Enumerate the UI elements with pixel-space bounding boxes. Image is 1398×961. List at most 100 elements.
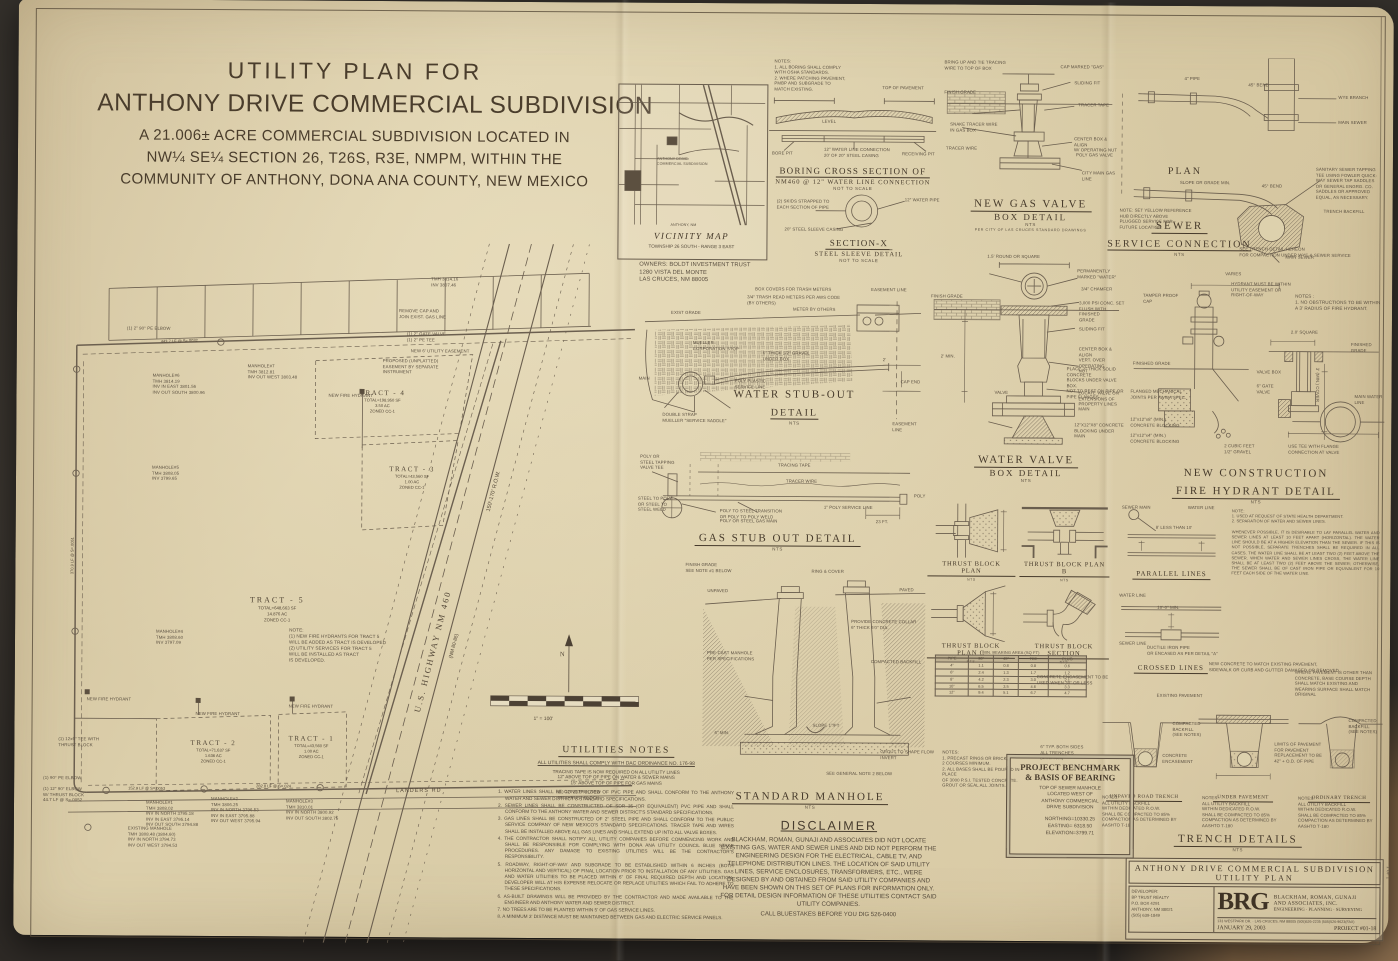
detail-trench-details: EXISTING PAVEMENT NEW CONCRETE TO MATCH … <box>1037 661 1385 853</box>
trench-note-3: NOTES: ALL UTILITY BACKFILL WITHIN DEDIC… <box>1297 795 1373 829</box>
water-valve-label: 12"X12"X8" CONCRETE BLOCKING UNDER MAIN <box>1074 422 1124 439</box>
vicinity-title: VICINITY MAP <box>653 230 730 242</box>
water-valve-label: PERMANENTLY MARKED "WATER" <box>1077 268 1117 280</box>
boring-title: BORING CROSS SECTION OF NM460 @ 12" WATE… <box>764 160 942 192</box>
detail-parallel-lines: SEWER MAIN 8' LESS THAN 10' WATER LINE P… <box>1121 505 1221 588</box>
tract4-acres: 3.50 AC <box>375 403 390 408</box>
hydrant-notes: NOTES : 1. NO OBSTRUCTIONS TO BE WITHIN … <box>1295 293 1381 312</box>
trench-nts: NTS <box>1232 847 1244 853</box>
sewer-label: MAIN SEWER <box>1338 119 1367 126</box>
tract3-acres: 1.00 AC <box>405 479 420 484</box>
water-stub-label: EASEMENT LINE <box>871 287 907 293</box>
company-line-1: BLACKHAM, ROMAN, GUNAJI <box>1273 894 1357 901</box>
water-valve-label: MAIN <box>1078 406 1090 412</box>
sheet-title-block: UTILITY PLAN FOR ANTHONY DRIVE COMMERCIA… <box>97 56 653 190</box>
list-item: 5. ROADWAY, RIGHT-OF-WAY AND SUBGRADE TO… <box>497 861 734 892</box>
manhole-label: UNPAVED <box>707 588 729 594</box>
parallel-lines-sketch <box>1127 509 1216 557</box>
boring-notes: NOTES: 1. ALL BORING SHALL COMPLY WITH O… <box>774 58 846 92</box>
project-number: PROJECT #01-18 <box>1334 925 1377 933</box>
health-dept-note: NOTE: 1. USED AT REQUEST OF STATE HEALTH… <box>1231 508 1380 576</box>
tract5-name: TRACT - 5 <box>250 595 305 604</box>
gas-stub-label: 1" POLY SERVICE LINE <box>823 504 873 511</box>
plan-callout: NEW FIRE HYDRANT <box>328 392 374 399</box>
gas-valve-label: SLIDING FIT <box>1074 80 1101 86</box>
thrust-block-plan-c-sketch <box>931 585 1006 643</box>
highway-label-2: (NM 80-85) <box>448 633 460 659</box>
water-stub-label: EASEMENT LINE <box>892 421 917 432</box>
detail-standard-manhole: FINISH GRADE SEE NOTE #1 BELOW UNPAVED R… <box>684 562 1019 812</box>
detail-boring-cross-section: NOTES: 1. ALL BORING SHALL COMPLY WITH O… <box>764 58 943 192</box>
plan-callout: TMH 3814.16 INV 3807.46 <box>431 276 459 288</box>
water-stub-label: CAP END <box>900 379 921 385</box>
tract2-zoning: ZONED CC-1 <box>201 758 227 763</box>
detail-gas-stub-out: TRACING TAPE TRACER WIRE POLY POLY OR ST… <box>638 452 927 562</box>
gas-valve-label: CITY MAIN GAS LINE <box>1081 170 1116 181</box>
sectionx-label: 12" WATER PIPE <box>904 197 940 203</box>
thrust-block-plan-b-sketch <box>1021 506 1108 559</box>
title-block-line-2: UTILITY PLAN <box>1215 873 1294 883</box>
sewer-label: WYE BRANCH <box>1338 94 1369 101</box>
boring-title-1: BORING CROSS SECTION OF <box>775 165 931 179</box>
gas-valve-label: POLY GAS VALVE <box>1075 152 1114 158</box>
water-valve-label: 1.5' ROUND OR SQUARE <box>987 253 1041 260</box>
plan-callout: MANHOLE#2 TMH 3806.25 INV IN NORTH 3796.… <box>210 796 261 824</box>
sheet-date: JANUARY 29, 2003 <box>1217 925 1266 932</box>
boring-label: TOP OF PAVEMENT <box>882 85 924 91</box>
tract1-name: TRACT - 1 <box>289 734 335 742</box>
water-valve-title: WATER VALVE BOX DETAIL NTS <box>928 449 1124 484</box>
detail-water-stub-out: EASEMENT LINE BOX COVERS FOR TRASH METER… <box>634 278 927 448</box>
gas-valve-label: SNAKE TRACER WIRE IN GAS BOX <box>950 121 998 133</box>
benchmark-elevation: ELEVATION=3799.71 <box>1045 829 1095 837</box>
crossed-lines-sketch <box>1121 606 1222 641</box>
detail-crossed-lines: 10'-0" MIN. WATER LINE SEWER LINE DUCTIL… <box>1117 593 1226 680</box>
title-block: ANTHONY DRIVE COMMERCIAL SUBDIVISION UTI… <box>1125 857 1384 942</box>
benchmark-panel: PROJECT BENCHMARK & BASIS OF BEARING TOP… <box>1005 753 1135 859</box>
water-valve-label: 2' MIN. <box>940 353 955 359</box>
water-valve-label: 3/4" CHAMFER <box>1081 286 1113 292</box>
north-arrow-label: N <box>560 651 565 658</box>
table-cell: 6.7 <box>1018 689 1049 697</box>
boring-label: LEVEL <box>822 118 837 124</box>
gas-valve-label: CENTER BOX & ALIGN W/ OPERATING NUT <box>1074 136 1118 153</box>
list-item: 2. SEWER LINES SHALL BE CONSTRUCTED OF S… <box>497 802 735 816</box>
hydrant-label: FINISHED GRADE <box>1132 360 1171 366</box>
gas-valve-label: FINISH GRADE <box>944 89 977 95</box>
sewer-label: SEE TRENCH DETAIL HEREON FOR COMPACTION … <box>1239 246 1351 258</box>
brg-logo: BRG <box>1217 888 1269 916</box>
gas-valve-label: CAP MARKED "GAS" <box>1060 64 1104 70</box>
hydrant-label: 12"x12"x8" (MIN.) CONCRETE BLOCKING <box>1130 416 1180 428</box>
standard-manhole-sketch <box>702 580 926 756</box>
tract1-zoning: ZONED CC-1 <box>299 754 325 759</box>
water-stub-label: MAIN <box>638 375 650 381</box>
trench-title-1: TRENCH DETAILS <box>1173 832 1302 848</box>
parallel-label: SEWER MAIN <box>1121 504 1151 510</box>
section-x-sketch <box>815 194 905 230</box>
thrust-block-plan-sketch <box>935 503 1007 558</box>
plan-callout: (1) 90° PE ELBOW <box>43 774 82 781</box>
dim-north: 443.7 LF @ S=.0032 <box>161 338 199 344</box>
sewer-plan-label: PLAN <box>1167 165 1203 178</box>
sewer-label: 45° BEND <box>1248 82 1269 88</box>
gas-stub-label: POLY OR STEEL TAPPING VALVE TEE <box>640 453 675 470</box>
table-cell: 5.1 <box>993 689 1019 697</box>
boring-label: BORE PIT <box>771 150 793 156</box>
title-line-4: NW¼ SE¼ SECTION 26, T26S, R3E, NMPM, WIT… <box>146 148 563 169</box>
plan-callout: MANHOLE#5 TMH 3808.05 INV 3799.65 <box>151 464 180 481</box>
sewer-label: TRENCH BACKFILL <box>1323 208 1365 215</box>
water-valve-label: LOCATE VALVE ON EXTENSIONS OF PROPERTY L… <box>1078 390 1119 407</box>
gas-valve-label: TRACER TAPE <box>1078 102 1110 108</box>
disclaimer-body: BLACKHAM, ROMAN, GUNAJI AND ASSOCIATES D… <box>720 836 937 908</box>
benchmark-title-2: & BASIS OF BEARING <box>1025 771 1116 783</box>
company-line-3: ENGINEERING · PLANNING · SURVEYING <box>1273 906 1363 912</box>
detail-sewer-service: 4" PIPE 45° BEND WYE BRANCH MAIN SEWER P… <box>1107 58 1384 265</box>
manhole-label: PAVED <box>899 587 914 593</box>
hydrant-label: USE TEE WITH FLANGE CONNECTION AT VALVE <box>1288 443 1340 455</box>
hydrant-label: HYDRANT MUST BE WITHIN UTILITY EASEMENT … <box>1231 281 1291 298</box>
utilities-notes-rule: ALL UTILITIES SHALL COMPLY WITH DAC ORDI… <box>537 760 695 767</box>
highway-label: U.S. HIGHWAY NM 460 <box>412 589 453 713</box>
trench-label: COMPACTED BACKFILL (SEE NOTES) <box>1172 720 1202 738</box>
